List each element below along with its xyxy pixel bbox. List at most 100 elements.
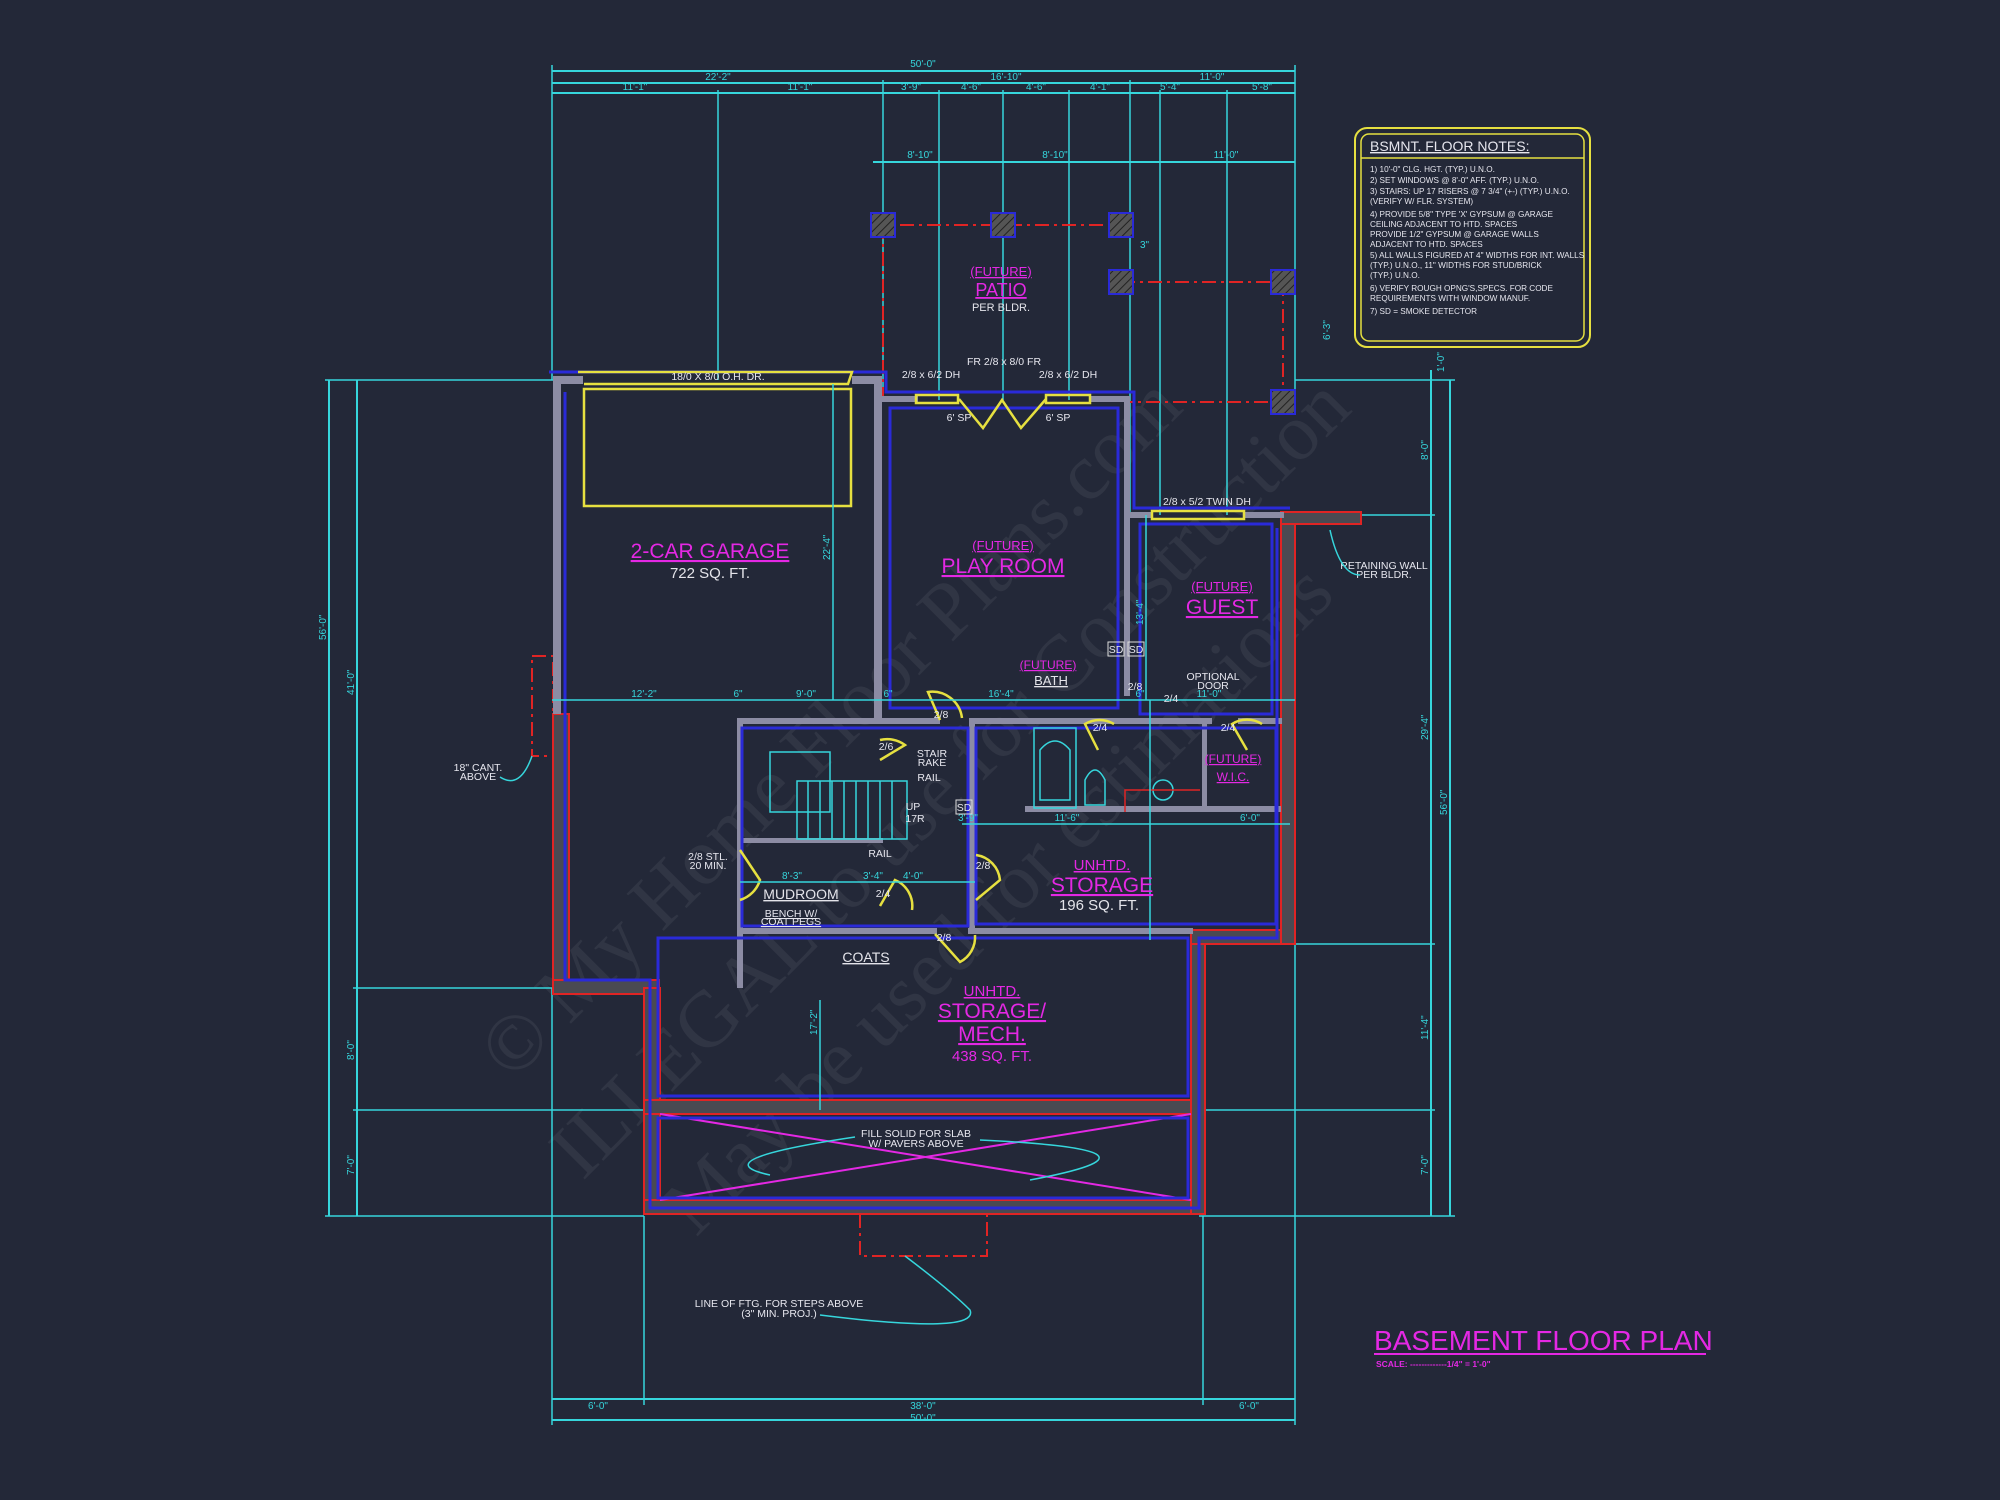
svg-text:18/0 X 8/0 O.H. DR.: 18/0 X 8/0 O.H. DR. <box>671 371 764 383</box>
svg-text:OPTIONAL: OPTIONAL <box>1186 671 1239 683</box>
svg-text:6": 6" <box>1135 689 1145 700</box>
note-line: 6) VERIFY ROUGH OPNG'S,SPECS. FOR CODE <box>1370 284 1553 293</box>
note-line: ADJACENT TO HTD. SPACES <box>1370 240 1483 249</box>
annotations: 18/0 X 8/0 O.H. DR. FR 2/8 x 8/0 FR 2/8 … <box>454 356 1428 1325</box>
svg-text:SD: SD <box>1109 644 1124 656</box>
svg-text:(FUTURE): (FUTURE) <box>972 538 1033 553</box>
svg-text:UP: UP <box>906 801 921 813</box>
patio-label: PATIO <box>975 280 1026 300</box>
svg-text:SD: SD <box>957 802 972 814</box>
svg-text:13'-4": 13'-4" <box>1135 599 1146 625</box>
note-line: 3) STAIRS: UP 17 RISERS @ 7 3/4" (+-) (T… <box>1370 187 1570 196</box>
svg-text:38'-0": 38'-0" <box>910 1401 936 1412</box>
svg-text:1'-0": 1'-0" <box>1436 352 1447 372</box>
svg-text:11'-1": 11'-1" <box>788 82 813 93</box>
svg-text:5'-4": 5'-4" <box>1160 82 1180 93</box>
interior-dimensions: 12'-2" 9'-0" 16'-4" 11'-0" 6" 6" 6" 3'-9… <box>552 384 1295 1110</box>
svg-text:6": 6" <box>883 689 893 700</box>
svg-text:4'-6": 4'-6" <box>1026 82 1046 93</box>
svg-text:2/8: 2/8 <box>934 709 949 721</box>
svg-text:(FUTURE): (FUTURE) <box>1205 752 1262 766</box>
note-line: 7) SD = SMOKE DETECTOR <box>1370 307 1477 316</box>
svg-text:22'-4": 22'-4" <box>822 534 833 560</box>
scale-label: SCALE: -------------1/4" = 1'-0" <box>1376 1359 1491 1369</box>
note-line: (TYP.) U.N.O. <box>1370 271 1420 280</box>
svg-text:6": 6" <box>733 689 743 700</box>
svg-text:BENCH W/: BENCH W/ <box>765 908 818 920</box>
svg-text:FR 2/8 x 8/0 FR: FR 2/8 x 8/0 FR <box>967 356 1042 368</box>
svg-text:3": 3" <box>1140 240 1150 251</box>
patio-note: PER BLDR. <box>972 302 1030 314</box>
svg-text:17'-2": 17'-2" <box>809 1009 820 1035</box>
svg-text:6'-0": 6'-0" <box>1239 1401 1259 1412</box>
side-dimensions: 56'-0" 41'-0" 8'-0" 7'-0" 1'-0" 8'-0" 29… <box>318 352 1455 1217</box>
floor-notes: BSMNT. FLOOR NOTES: 1) 10'-0" CLG. HGT. … <box>1354 127 1591 348</box>
note-line: CEILING ADJACENT TO HTD. SPACES <box>1370 220 1518 229</box>
play-room-label: PLAY ROOM <box>942 555 1065 578</box>
svg-text:RETAINING WALL: RETAINING WALL <box>1340 560 1428 572</box>
guest-label: GUEST <box>1186 596 1259 619</box>
svg-text:RAKE: RAKE <box>918 757 947 769</box>
svg-text:7'-0": 7'-0" <box>346 1155 357 1175</box>
svg-text:2/8 x 5/2 TWIN DH: 2/8 x 5/2 TWIN DH <box>1163 496 1251 508</box>
svg-text:(FUTURE): (FUTURE) <box>1191 579 1252 594</box>
note-line: 4) PROVIDE 5/8" TYPE 'X' GYPSUM @ GARAGE <box>1370 210 1554 219</box>
svg-text:ABOVE: ABOVE <box>460 771 496 783</box>
svg-text:41'-0": 41'-0" <box>346 669 357 695</box>
svg-text:2/4: 2/4 <box>1164 693 1179 705</box>
svg-text:8'-10": 8'-10" <box>1042 150 1068 161</box>
svg-text:722 SQ. FT.: 722 SQ. FT. <box>670 565 750 582</box>
svg-text:16'-10": 16'-10" <box>990 72 1021 83</box>
svg-text:RAIL: RAIL <box>917 772 941 784</box>
bath-label: BATH <box>1034 673 1068 688</box>
note-line: (VERIFY W/ FLR. SYSTEM) <box>1370 197 1473 206</box>
patio-prefix: (FUTURE) <box>970 264 1031 279</box>
mech-label: STORAGE/ <box>938 1000 1046 1023</box>
svg-text:2/8 STL.: 2/8 STL. <box>688 851 728 863</box>
note-line: 2) SET WINDOWS @ 8'-0" AFF. (TYP.) U.N.O… <box>1370 176 1539 185</box>
svg-text:17R: 17R <box>905 813 925 825</box>
svg-text:9'-0": 9'-0" <box>796 689 816 700</box>
note-line: 5) ALL WALLS FIGURED AT 4" WIDTHS FOR IN… <box>1370 251 1585 260</box>
svg-text:50'-0": 50'-0" <box>910 1413 936 1424</box>
svg-text:LINE OF FTG. FOR STEPS ABOVE: LINE OF FTG. FOR STEPS ABOVE <box>695 1298 864 1310</box>
svg-text:3'-4": 3'-4" <box>863 871 883 882</box>
svg-text:3'-9": 3'-9" <box>958 813 978 824</box>
svg-text:8'-10": 8'-10" <box>907 150 933 161</box>
title: BASEMENT FLOOR PLAN <box>1374 1325 1713 1356</box>
svg-text:4'-0": 4'-0" <box>903 871 923 882</box>
svg-text:438 SQ. FT.: 438 SQ. FT. <box>952 1048 1032 1065</box>
svg-text:2/8 x 6/2 DH: 2/8 x 6/2 DH <box>902 369 960 381</box>
patio-posts: 3" 6'-3" <box>870 212 1333 415</box>
room-labels: 2-CAR GARAGE 722 SQ. FT. (FUTURE) PLAY R… <box>631 538 1262 1065</box>
garage-label: 2-CAR GARAGE <box>631 540 790 563</box>
svg-text:4'-1": 4'-1" <box>1090 82 1110 93</box>
svg-text:11'-6": 11'-6" <box>1055 813 1080 824</box>
svg-text:6'-3": 6'-3" <box>1322 320 1333 340</box>
mudroom-label: MUDROOM <box>763 886 838 902</box>
svg-text:COAT PEGS: COAT PEGS <box>761 916 821 928</box>
svg-text:UNHTD.: UNHTD. <box>1074 857 1131 874</box>
svg-text:18" CANT.: 18" CANT. <box>454 762 503 774</box>
doors-windows <box>578 370 1263 964</box>
svg-text:11'-0": 11'-0" <box>1200 72 1225 83</box>
svg-text:11'-4": 11'-4" <box>1420 1015 1431 1040</box>
note-line: PROVIDE 1/2" GYPSUM @ GARAGE WALLS <box>1370 230 1539 239</box>
svg-text:56'-0": 56'-0" <box>318 614 329 640</box>
svg-text:DOOR: DOOR <box>1197 680 1229 692</box>
svg-text:(FUTURE): (FUTURE) <box>1020 658 1077 672</box>
coats-label: COATS <box>842 949 889 965</box>
note-line: REQUIREMENTS WITH WINDOW MANUF. <box>1370 294 1530 303</box>
svg-text:20 MIN.: 20 MIN. <box>690 860 727 872</box>
svg-text:SD: SD <box>1129 644 1144 656</box>
svg-text:2/4: 2/4 <box>1221 722 1236 734</box>
note-line: (TYP.) U.N.O., 11" WIDTHS FOR STUD/BRICK <box>1370 261 1542 270</box>
svg-text:6'-0": 6'-0" <box>1240 813 1260 824</box>
svg-text:11'-0": 11'-0" <box>1214 150 1239 161</box>
svg-text:196 SQ. FT.: 196 SQ. FT. <box>1059 897 1139 914</box>
bath-fixtures <box>1033 727 1200 812</box>
svg-text:(3" MIN. PROJ.): (3" MIN. PROJ.) <box>741 1308 816 1320</box>
svg-text:29'-4": 29'-4" <box>1420 714 1431 740</box>
svg-text:2/8 x 6/2 DH: 2/8 x 6/2 DH <box>1039 369 1097 381</box>
